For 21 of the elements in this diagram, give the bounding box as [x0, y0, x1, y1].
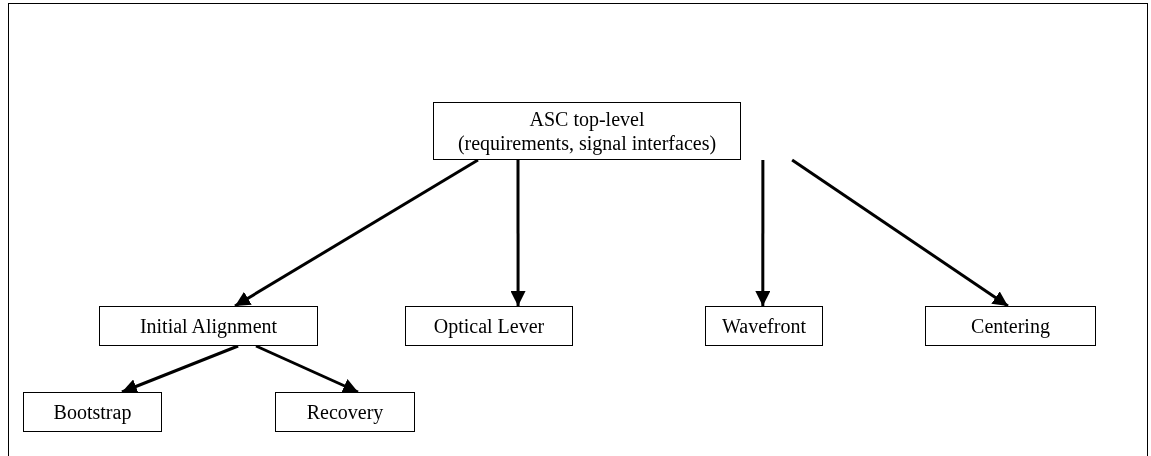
process-box: [99, 306, 318, 346]
process-box: [275, 392, 415, 432]
box-label: Wavefront: [722, 314, 806, 338]
box-label: (requirements, signal interfaces): [457, 131, 717, 155]
arrow: [121, 344, 239, 394]
process-box: [705, 306, 823, 346]
box-label: Initial Alignment: [139, 314, 278, 338]
arrow: [755, 160, 771, 306]
box-label: Centering: [971, 314, 1050, 338]
process-box: [405, 306, 573, 346]
box-label: ASC top-level: [529, 107, 645, 131]
box-label: Optical Lever: [433, 314, 545, 338]
arrow: [234, 158, 479, 308]
arrow: [255, 344, 359, 394]
process-box: [925, 306, 1096, 346]
arrow: [510, 160, 526, 306]
box-label: Recovery: [306, 400, 384, 424]
arrow: [791, 158, 1009, 308]
process-box: [433, 102, 741, 160]
box-label: Bootstrap: [53, 400, 132, 424]
process-box: [23, 392, 162, 432]
